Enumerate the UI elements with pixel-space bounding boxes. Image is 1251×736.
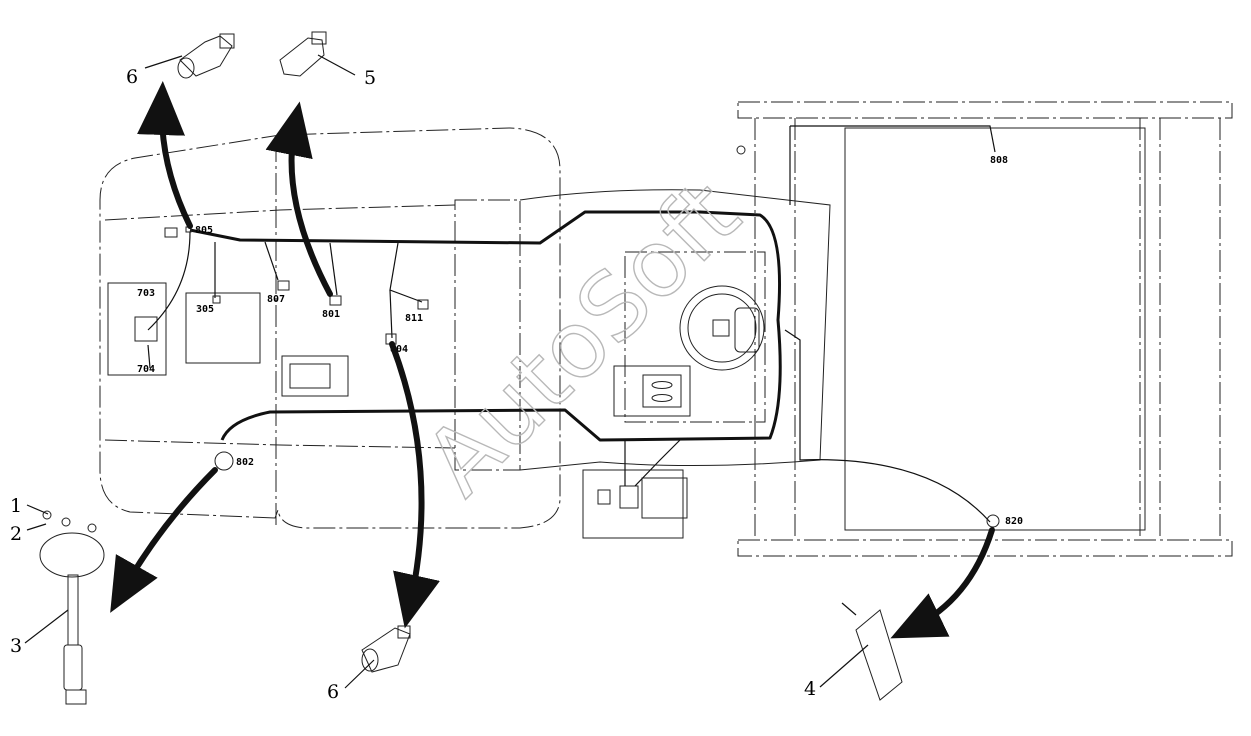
connector-labels: 805 703 704 305 807 801 811 804 802 808 … (137, 155, 1023, 527)
label-808: 808 (990, 155, 1008, 166)
temperature-sensor-top (279, 31, 327, 77)
label-807: 807 (267, 294, 285, 305)
callout-6-top: 6 (126, 66, 138, 88)
label-820: 820 (1005, 516, 1023, 527)
main-harness (147, 125, 996, 523)
oil-pressure-switch-bottom (361, 625, 411, 673)
pressure-sensor-rear (841, 602, 903, 701)
oil-pressure-switch-top (177, 33, 235, 79)
label-305: 305 (196, 304, 214, 315)
label-704: 704 (137, 364, 155, 375)
callout-1: 1 (10, 495, 22, 517)
leader-lines (24, 54, 869, 689)
label-703: 703 (137, 288, 155, 299)
label-804: 804 (390, 344, 408, 355)
hood-outline (99, 127, 561, 529)
battery-boxes (107, 282, 349, 397)
label-811: 811 (405, 313, 423, 324)
steering-wheel (679, 285, 765, 371)
callout-6-bottom: 6 (327, 681, 339, 703)
callout-4: 4 (804, 678, 816, 700)
callout-3: 3 (10, 635, 22, 657)
label-805: 805 (195, 225, 213, 236)
callout-arrows (110, 81, 995, 639)
label-802: 802 (236, 457, 254, 468)
fuel-level-sender (39, 510, 105, 705)
callout-5: 5 (364, 67, 376, 89)
label-801: 801 (322, 309, 340, 320)
rear-platform (736, 101, 1233, 557)
callout-numbers: 1 2 3 4 5 6 6 (10, 66, 816, 703)
connector-markers (164, 226, 1000, 528)
callout-2: 2 (10, 523, 22, 545)
control-panel (613, 365, 691, 417)
